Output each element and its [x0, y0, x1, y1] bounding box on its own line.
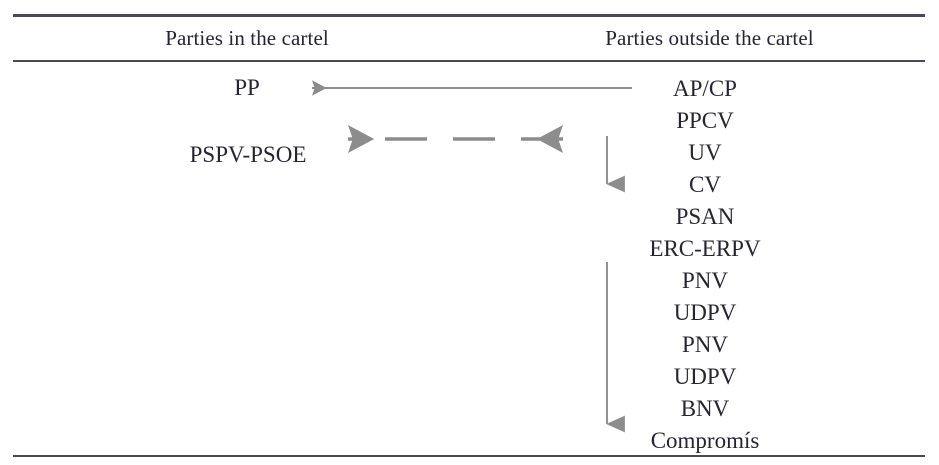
- list-item: CV: [689, 172, 721, 197]
- table-header-rule: [13, 60, 925, 62]
- list-item: UDPV: [673, 364, 737, 389]
- list-item: BNV: [680, 396, 730, 421]
- list-item: UDPV: [673, 300, 737, 325]
- list-item: UV: [688, 140, 722, 165]
- list-item: ERC-ERPV: [649, 236, 761, 261]
- list-item: PNV: [681, 268, 728, 293]
- table-top-rule: [13, 14, 925, 17]
- left-entry-pp: PP: [234, 75, 260, 100]
- list-item: Compromís: [650, 428, 760, 453]
- column-header-parties-in-cartel: Parties in the cartel: [165, 26, 329, 50]
- list-item: PSAN: [675, 204, 735, 229]
- column-header-parties-outside-cartel: Parties outside the cartel: [605, 26, 814, 50]
- list-item: PNV: [681, 332, 728, 357]
- list-item: PPCV: [676, 108, 734, 133]
- table-bottom-rule: [13, 455, 925, 457]
- list-item: AP/CP: [673, 76, 737, 101]
- left-entry-pspv-psoe: PSPV-PSOE: [189, 142, 307, 167]
- right-column-party-list: AP/CP PPCV UV CV PSAN ERC-ERPV PNV UDPV …: [605, 74, 805, 458]
